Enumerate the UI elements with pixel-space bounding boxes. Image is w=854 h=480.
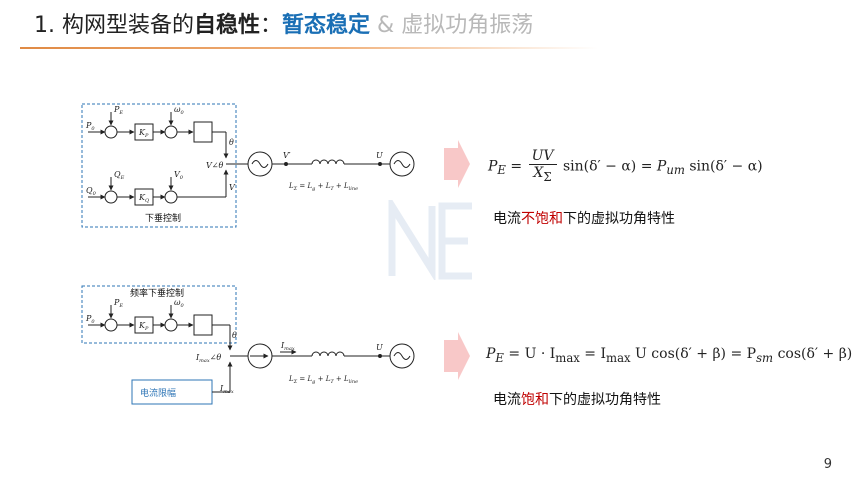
sum-junction-p-2 xyxy=(104,318,118,332)
pe-label-2: PE xyxy=(113,298,123,309)
title-highlight: 暂态稳定 xyxy=(282,13,371,38)
title-underline xyxy=(20,47,598,49)
p0-label-2: P0 xyxy=(85,314,95,325)
v-prime-label: V′ xyxy=(283,151,291,160)
inductor-2 xyxy=(311,351,345,357)
v0-label: V0 xyxy=(174,170,184,181)
title-colon: ： xyxy=(260,13,283,38)
impedance-label-1: LΣ = Lg + LT + Lline xyxy=(288,182,358,192)
kp-label-2: KP xyxy=(138,321,149,332)
control-label-1: 下垂控制 xyxy=(145,212,181,224)
current-limit-label: 电流限幅 xyxy=(140,387,176,399)
omega0-label-2: ω0 xyxy=(174,298,185,309)
title-prefix: 构网型装备的 xyxy=(61,13,194,38)
grid-source-2 xyxy=(389,343,415,369)
kq-label: KQ xyxy=(138,193,149,204)
pe-label: PE xyxy=(113,105,123,116)
control-box-2 xyxy=(81,285,237,344)
omega0-label: ω0 xyxy=(174,105,185,116)
qe-label: QE xyxy=(114,170,125,181)
page-title: 1. 构网型装备的自稳性：暂态稳定 & 虚拟功角振荡 xyxy=(34,12,533,40)
v-angle-label: V∠θ xyxy=(206,161,223,170)
i-angle-label: Imax∠θ xyxy=(195,353,221,364)
page-number: 9 xyxy=(823,457,832,472)
i-vector-label: Imax xyxy=(280,341,295,352)
inductor-1 xyxy=(311,159,345,165)
formula-saturated: PE = U · Imax = Imax U cos(δ′ + β) = Psm… xyxy=(486,346,853,365)
caption-unsaturated: 电流不饱和下的虚拟功角特性 xyxy=(493,211,675,227)
title-bold: 自稳性 xyxy=(194,13,261,38)
control-label-2: 频率下垂控制 xyxy=(130,287,184,299)
grid-source-1 xyxy=(389,151,415,177)
u-label-2: U xyxy=(376,343,383,352)
kp-label: KP xyxy=(138,128,149,139)
v-label: V xyxy=(229,183,236,192)
arrow-right-2 xyxy=(444,332,470,380)
title-rest: & 虚拟功角振荡 xyxy=(370,13,534,38)
u-label-1: U xyxy=(376,151,383,160)
impedance-label-2: LΣ = Lg + LT + Lline xyxy=(288,375,358,385)
integrator-block-2 xyxy=(193,314,213,336)
ne-logo-watermark xyxy=(388,200,472,280)
theta-label-2: θ xyxy=(232,331,237,340)
arrow-right-1 xyxy=(444,140,470,188)
q0-label: Q0 xyxy=(86,186,97,197)
i-max-label: Imax xyxy=(219,384,234,395)
p0-label: P0 xyxy=(85,121,95,132)
control-box-1 xyxy=(81,103,237,228)
sum-junction-omega-2 xyxy=(164,318,178,332)
title-number: 1. xyxy=(34,13,62,38)
theta-label: θ xyxy=(229,138,234,147)
caption-saturated: 电流饱和下的虚拟功角特性 xyxy=(493,392,661,408)
